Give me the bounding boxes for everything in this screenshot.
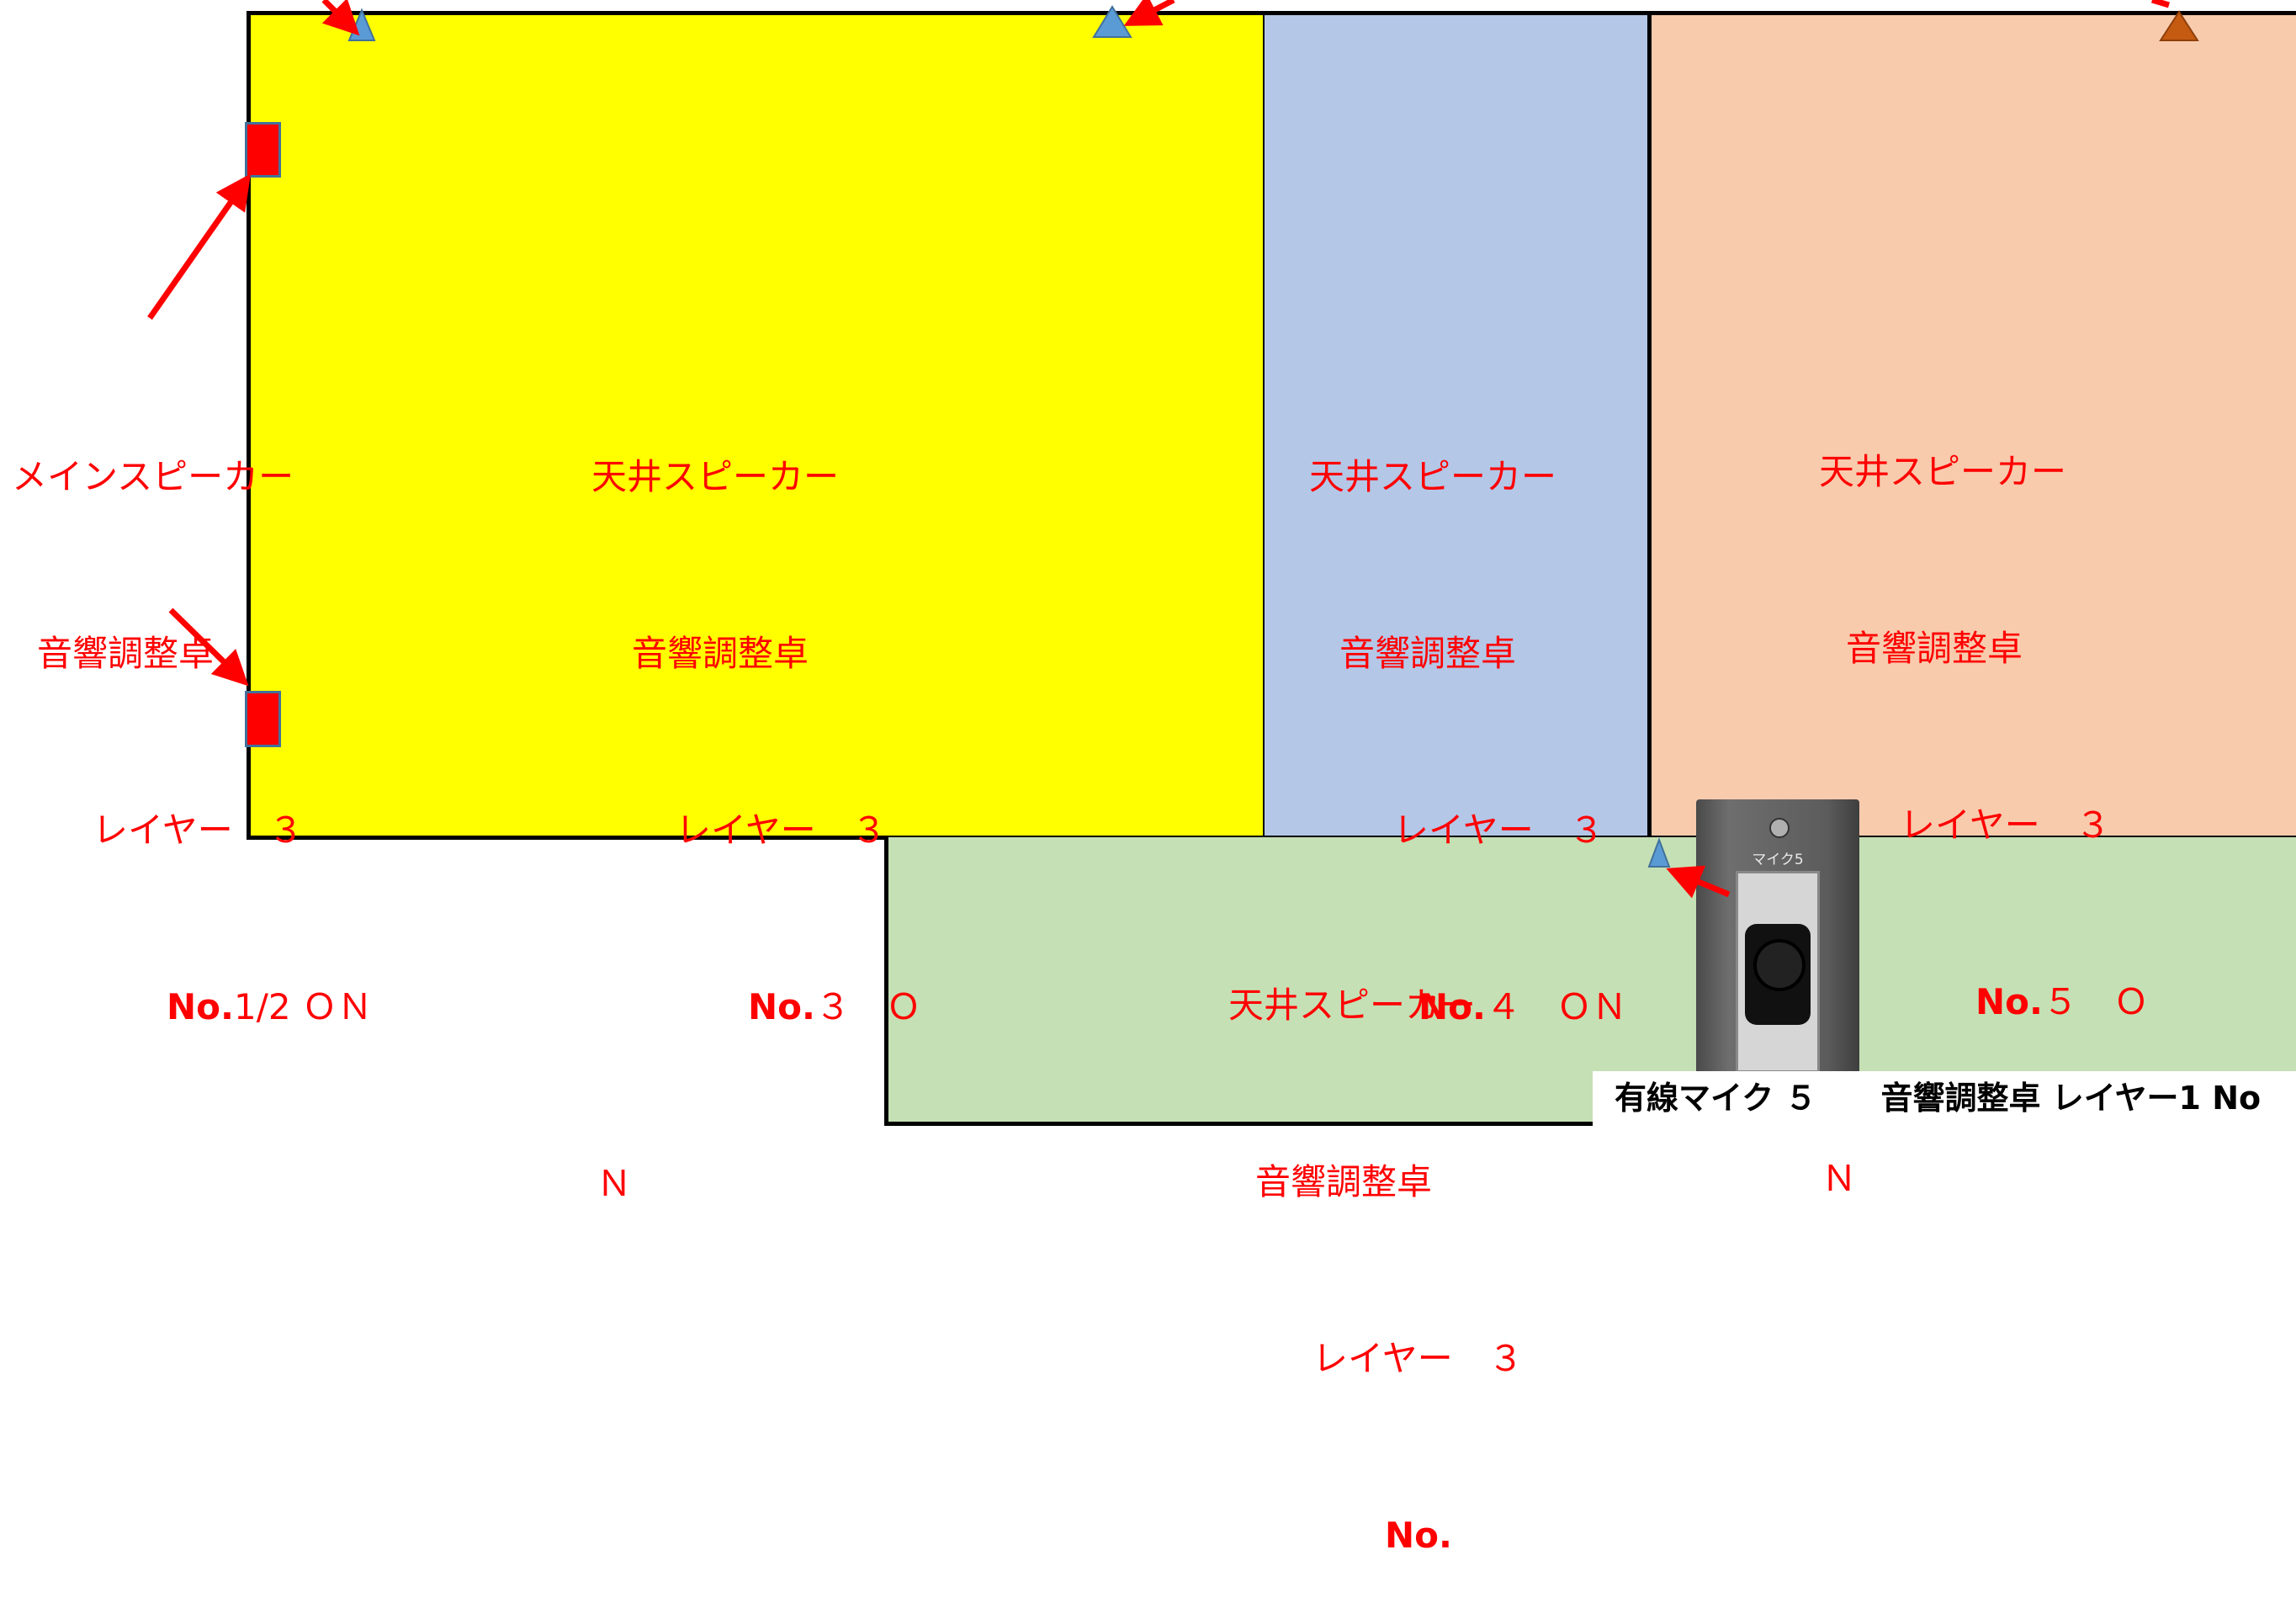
main-speaker-console: 音響調整卓 <box>37 633 215 674</box>
room-blue-label: 天井スピーカー 音響調整卓 レイヤー ３ No.４ ＯＮ <box>1309 330 1627 1096</box>
room-blue-console: 音響調整卓 <box>1339 633 1517 674</box>
room-yellow-no-prefix: No. <box>748 986 815 1027</box>
room-yellow-layer: レイヤー ３ <box>676 809 887 851</box>
mic-jack-panel <box>1736 871 1820 1073</box>
main-speaker-channel: 1/2 ＯＮ <box>233 986 373 1027</box>
room-orange-title: 天井スピーカー <box>1819 451 2067 492</box>
room-blue <box>1265 11 1652 840</box>
room-yellow-label: 天井スピーカー 音響調整卓 レイヤー ３ No.３ Ｏ Ｎ <box>591 330 921 1272</box>
room-yellow-console: 音響調整卓 <box>632 633 809 674</box>
main-speaker-top <box>245 122 281 178</box>
room-green-label: 天井スピーカー 音響調整卓 レイヤー ３ No. <box>1228 858 1524 1624</box>
room-orange-label: 天井スピーカー 音響調整卓 レイヤー ３ No.５ Ｏ Ｎ <box>1819 325 2149 1267</box>
main-speaker-layer: レイヤー ３ <box>93 809 304 851</box>
room-yellow-title: 天井スピーカー <box>591 456 840 497</box>
xlr-jack-ring <box>1753 939 1806 991</box>
room-green-console: 音響調整卓 <box>1255 1161 1433 1202</box>
arrow-icon <box>2150 0 2171 8</box>
room-orange-channel: ５ Ｏ <box>2042 981 2149 1022</box>
room-yellow-channel: ３ Ｏ <box>814 986 921 1027</box>
room-blue-title: 天井スピーカー <box>1309 456 1557 497</box>
xlr-jack-icon <box>1745 924 1811 1025</box>
room-green-layer: レイヤー ３ <box>1312 1338 1524 1379</box>
arrow-icon <box>147 173 252 321</box>
wired-mic-caption: 有線マイク ５ 音響調整卓 レイヤー1 No <box>1593 1071 2296 1126</box>
room-orange-layer: レイヤー ３ <box>1900 804 2111 846</box>
main-speaker-title: メインスピーカー <box>12 456 294 497</box>
main-speaker-bottom <box>245 691 281 747</box>
room-green-no-prefix: No. <box>1385 1515 1452 1556</box>
mic-plate-caption: マイク5 <box>1752 852 1804 868</box>
room-orange-channel-cont: Ｎ <box>1821 1158 1858 1199</box>
screw-icon <box>1769 818 1790 838</box>
room-orange <box>1647 11 2296 840</box>
room-blue-no-prefix: No. <box>1418 986 1486 1027</box>
room-yellow-channel-cont: Ｎ <box>597 1163 633 1204</box>
main-speaker-no-prefix: No. <box>167 986 234 1027</box>
room-blue-layer: レイヤー ３ <box>1393 809 1604 851</box>
room-yellow <box>247 11 1267 840</box>
room-blue-channel: ４ ＯＮ <box>1485 986 1627 1027</box>
room-green-title: 天井スピーカー <box>1228 984 1477 1026</box>
room-orange-no-prefix: No. <box>1975 981 2043 1022</box>
main-speaker-label: メインスピーカー 音響調整卓 レイヤー ３ No.1/2 ＯＮ <box>12 330 373 1096</box>
room-orange-console: 音響調整卓 <box>1846 628 2023 669</box>
